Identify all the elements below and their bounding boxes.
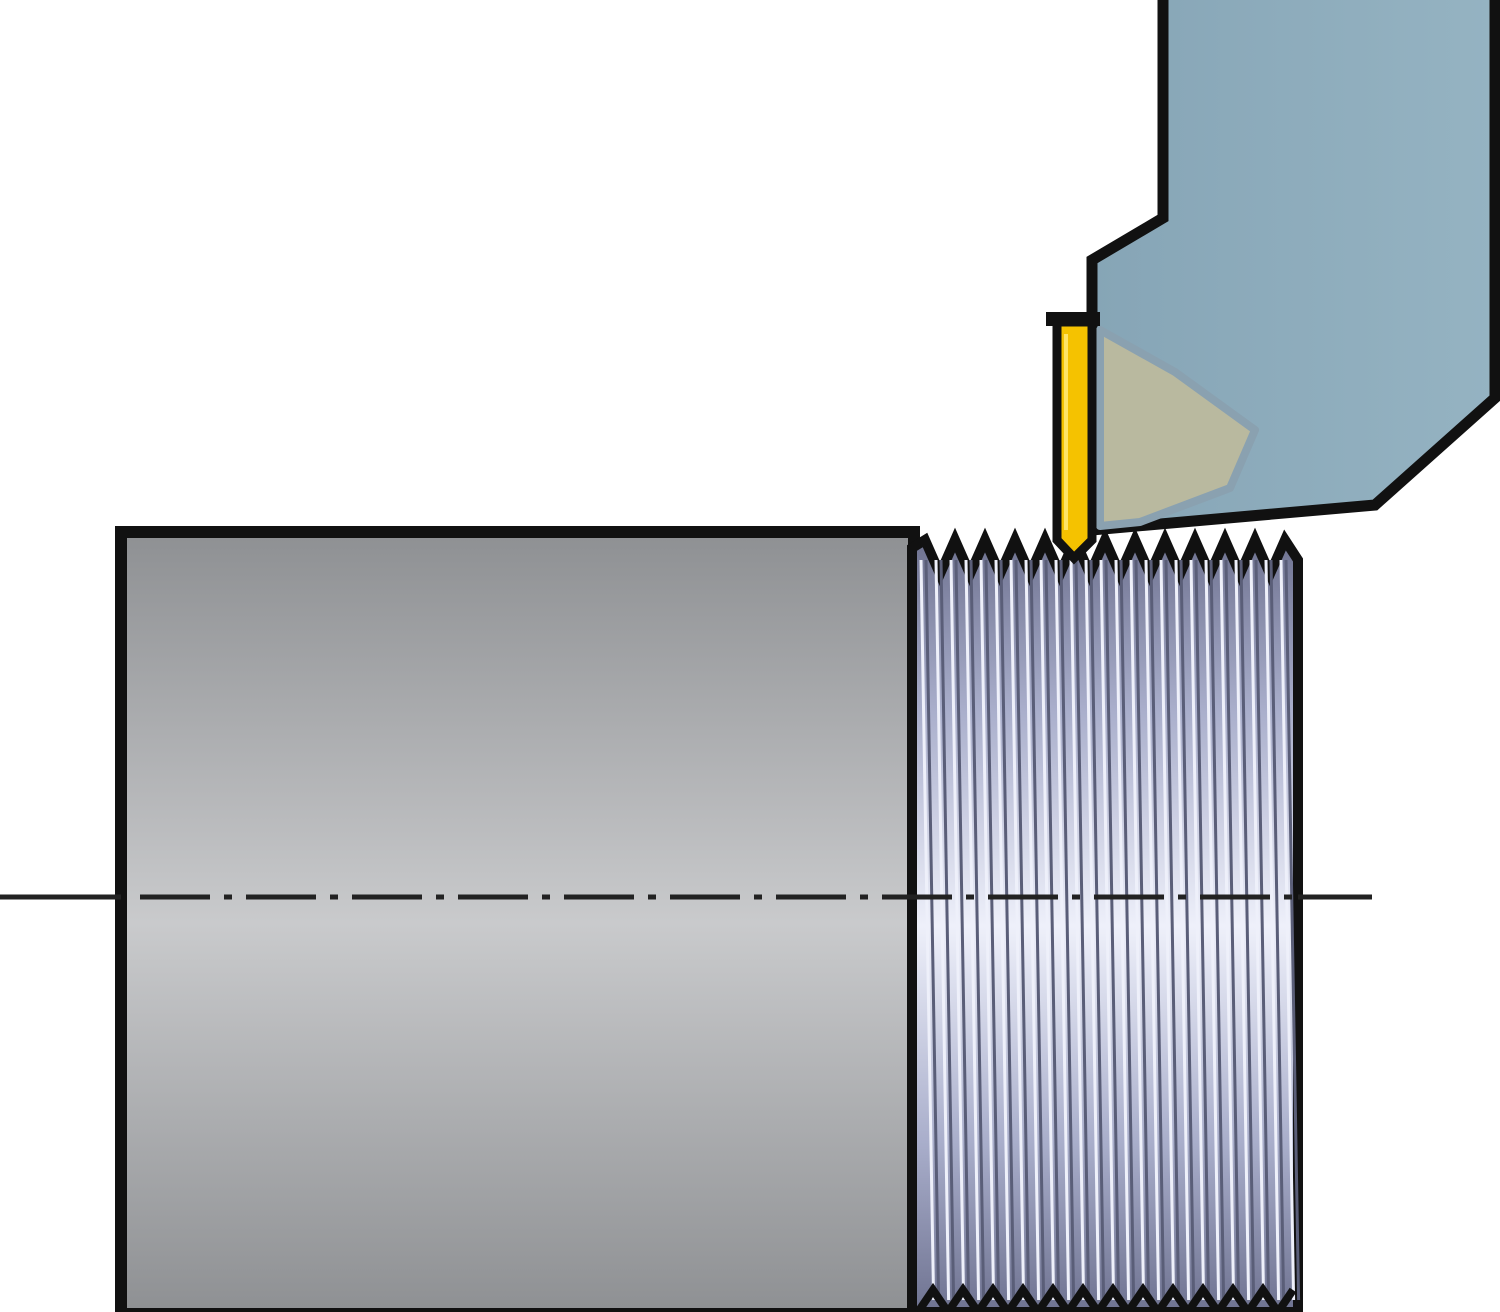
thread-flank-line: [1194, 559, 1211, 1301]
thread-flank-highlight: [1174, 559, 1191, 1301]
thread-flank-line: [969, 559, 986, 1301]
thread-flank-line: [1209, 559, 1226, 1301]
thread-flank-highlight: [1189, 559, 1206, 1301]
thread-profile: [907, 527, 1303, 1312]
thread-flank-highlight: [1264, 559, 1281, 1301]
thread-flank-highlight: [1054, 559, 1071, 1301]
thread-flank-line: [1149, 559, 1166, 1301]
thread-flank-line: [939, 559, 956, 1301]
thread-helix-lines: [919, 559, 1301, 1301]
thread-flank-highlight: [1039, 559, 1056, 1301]
tool-holder: [1086, 0, 1500, 537]
thread-flank-highlight: [1069, 559, 1086, 1301]
thread-flank-line: [1269, 559, 1286, 1301]
thread-flank-line: [1239, 559, 1256, 1301]
thread-flank-highlight: [1024, 559, 1041, 1301]
thread-flank-line: [1104, 559, 1121, 1301]
thread-flank-line: [1044, 559, 1061, 1301]
thread-flank-line: [924, 559, 941, 1301]
thread-flank-highlight: [1099, 559, 1116, 1301]
threading-insert: [1046, 312, 1100, 565]
thread-flank-line: [1224, 559, 1241, 1301]
thread-flank-highlight: [1204, 559, 1221, 1301]
thread-flank-line: [984, 559, 1001, 1301]
thread-flank-line: [1134, 559, 1151, 1301]
thread-flank-highlight: [994, 559, 1011, 1301]
thread-flank-highlight: [964, 559, 981, 1301]
thread-flank-line: [1014, 559, 1031, 1301]
thread-flank-highlight: [1129, 559, 1146, 1301]
thread-flank-highlight: [1144, 559, 1161, 1301]
thread-flank-highlight: [949, 559, 966, 1301]
insert-clamp: [1096, 326, 1259, 530]
thread-flank-highlight: [919, 559, 936, 1301]
thread-flank-line: [1164, 559, 1181, 1301]
thread-bottom-crests: [914, 1282, 1297, 1312]
threaded-section: [907, 527, 1303, 1312]
thread-flank-line: [954, 559, 971, 1301]
thread-flank-line: [1284, 559, 1301, 1301]
thread-flank-highlight: [1249, 559, 1266, 1301]
thread-flank-line: [1179, 559, 1196, 1301]
thread-flank-highlight: [1279, 559, 1296, 1301]
thread-flank-line: [1059, 559, 1076, 1301]
thread-flank-line: [1029, 559, 1046, 1301]
thread-flank-line: [1089, 559, 1106, 1301]
thread-flank-highlight: [1114, 559, 1131, 1301]
thread-flank-line: [1074, 559, 1091, 1301]
thread-flank-highlight: [1084, 559, 1101, 1301]
thread-flank-line: [1119, 559, 1136, 1301]
insert-blade: [1052, 317, 1097, 565]
thread-flank-highlight: [934, 559, 951, 1301]
thread-flank-highlight: [979, 559, 996, 1301]
workpiece-body: [115, 526, 920, 1312]
thread-flank-highlight: [1234, 559, 1251, 1301]
thread-flank-line: [1254, 559, 1271, 1301]
thread-flank-highlight: [1009, 559, 1026, 1301]
thread-flank-highlight: [1219, 559, 1236, 1301]
thread-flank-highlight: [1159, 559, 1176, 1301]
thread-flank-line: [999, 559, 1016, 1301]
